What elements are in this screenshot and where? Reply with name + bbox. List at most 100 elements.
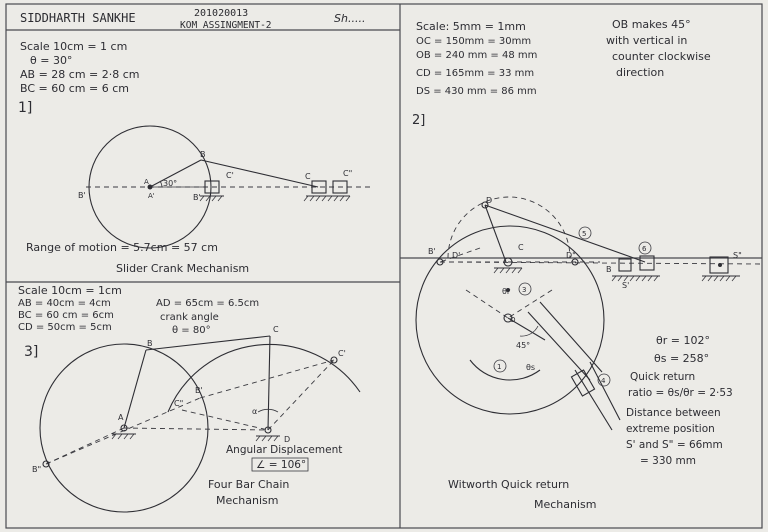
sc-theta: θ = 30° [30, 54, 72, 67]
fb-label-c2: C" [174, 399, 183, 408]
fb-link-cd [267, 335, 271, 431]
qr-link-cd [484, 204, 507, 263]
sc-label-a2: A' [148, 192, 155, 200]
sc-connecting-rod [200, 159, 319, 188]
qr-number-4: 4 [601, 377, 606, 385]
fb-link-ab [123, 349, 147, 429]
student-name: SIDDHARTH SANKHE [20, 11, 136, 25]
sc-title: Slider Crank Mechanism [116, 262, 249, 275]
qr-number: 2] [412, 113, 425, 128]
sc-number: 1] [18, 100, 32, 116]
qr-note4: direction [616, 66, 664, 79]
sc-bc: BC = 60 cm = 6 cm [20, 82, 129, 95]
fb-label-a: A [118, 413, 124, 422]
sc-range: Range of motion = 5.7cm = 57 cm [26, 241, 218, 254]
sc-label-angle: 30° [163, 179, 177, 188]
qr-ob: OB = 240 mm = 48 mm [416, 50, 537, 61]
fb-label-b1: B' [195, 386, 203, 395]
sc-label-c: C [305, 172, 311, 181]
qr-ratio-label: Quick return [630, 371, 695, 383]
qr-label-theta-s: θs [526, 363, 535, 372]
panel-frames [5, 3, 763, 529]
sc-crank-ab [149, 159, 202, 188]
assignment-title: KOM ASSINGMENT-2 [180, 20, 272, 31]
qr-label-s1: S' [622, 281, 629, 290]
fb-rocker-arc [167, 343, 361, 413]
fb-angular-label: Angular Displacement [226, 444, 342, 456]
qr-number-3: 3 [522, 286, 526, 294]
qr-slotted-lever [527, 301, 603, 381]
sc-slider-c1 [204, 180, 220, 194]
fb-title-2: Mechanism [216, 494, 279, 507]
sc-angle-arc [159, 180, 163, 188]
four-bar-panel: Scale 10cm = 1cm AB = 40cm = 4cm BC = 60… [18, 284, 361, 513]
qr-distance-3: S' and S" = 66mm [626, 439, 723, 451]
qr-distance-2: extreme position [626, 423, 715, 435]
fb-link-bc [145, 335, 271, 351]
qr-label-s2: S" [733, 251, 742, 260]
sc-label-b1: B' [78, 191, 86, 200]
qr-number-6: 6 [642, 245, 647, 253]
fb-crank-circle [39, 343, 209, 513]
sc-label-a: A [144, 178, 149, 186]
sc-ab: AB = 28 cm = 2·8 cm [20, 68, 140, 81]
qr-number-5: 5 [582, 230, 586, 238]
qr-oc: OC = 150mm = 30mm [416, 36, 531, 47]
qr-label-o: O [510, 316, 516, 324]
fb-number: 3] [24, 344, 38, 360]
qr-title-1: Witworth Quick return [448, 478, 569, 491]
sc-slider-c2 [332, 180, 348, 194]
qr-number-1: 1 [497, 363, 501, 371]
qr-title-2: Mechanism [534, 498, 597, 511]
qr-label-angle: 45° [516, 341, 530, 350]
qr-label-c: C [518, 243, 524, 252]
sc-label-b: B [200, 150, 206, 159]
sc-label-b2: B' [193, 193, 201, 202]
quick-return-panel: Scale: 5mm = 1mm OC = 150mm = 30mm OB = … [412, 18, 761, 511]
sc-scale: Scale 10cm = 1 cm [20, 40, 127, 53]
fb-cd: CD = 50cm = 5cm [18, 322, 112, 333]
sc-slider-c [311, 180, 327, 194]
qr-theta-r: θr = 102° [656, 334, 710, 347]
sc-label-c1: C' [226, 171, 234, 180]
fb-title-1: Four Bar Chain [208, 478, 289, 491]
qr-ds: DS = 430 mm = 86 mm [416, 86, 537, 97]
qr-link-ds [484, 204, 646, 263]
fb-scale: Scale 10cm = 1cm [18, 284, 122, 297]
slider-crank-panel: Scale 10cm = 1 cm θ = 30° AB = 28 cm = 2… [18, 40, 370, 275]
fb-label-c: C [273, 325, 279, 334]
qr-slider-block [570, 369, 596, 397]
fb-label-c1: C' [338, 349, 346, 358]
qr-note1: OB makes 45° [612, 18, 691, 31]
fb-angular-value: ∠ = 106° [256, 459, 306, 471]
fb-label-b: B [147, 339, 153, 348]
qr-label-theta-r: θr [502, 287, 511, 296]
roll-number: 201020013 [194, 8, 248, 19]
qr-label-d: D [486, 196, 492, 205]
fb-theta: θ = 80° [172, 325, 211, 336]
qr-theta-s: θs = 258° [654, 352, 709, 365]
fb-crank-angle: crank angle [160, 312, 219, 323]
sc-label-c2: C" [343, 169, 352, 178]
qr-distance-1: Distance between [626, 407, 721, 419]
fb-label-b2: B" [32, 465, 41, 474]
qr-ratio-value: ratio = θs/θr = 2·53 [628, 387, 733, 399]
qr-label-d1: D' [452, 251, 460, 260]
fb-label-d: D [284, 435, 290, 444]
qr-note2: with vertical in [606, 34, 687, 47]
qr-label-b1: B' [428, 247, 436, 256]
qr-scale: Scale: 5mm = 1mm [416, 20, 526, 33]
fb-label-alpha: α [252, 407, 257, 416]
qr-note3: counter clockwise [612, 50, 711, 63]
qr-label-d2: D" [566, 251, 576, 260]
fb-ad: AD = 65cm = 6.5cm [156, 298, 259, 309]
qr-cd: CD = 165mm = 33 mm [416, 68, 534, 79]
qr-distance-4: = 330 mm [640, 455, 696, 467]
qr-label-b: B [606, 265, 612, 274]
fb-ab: AB = 40cm = 4cm [18, 298, 111, 309]
fb-bc: BC = 60 cm = 6cm [18, 310, 114, 321]
qr-crank-circle [415, 225, 605, 415]
signature: Sh..... [334, 12, 365, 25]
